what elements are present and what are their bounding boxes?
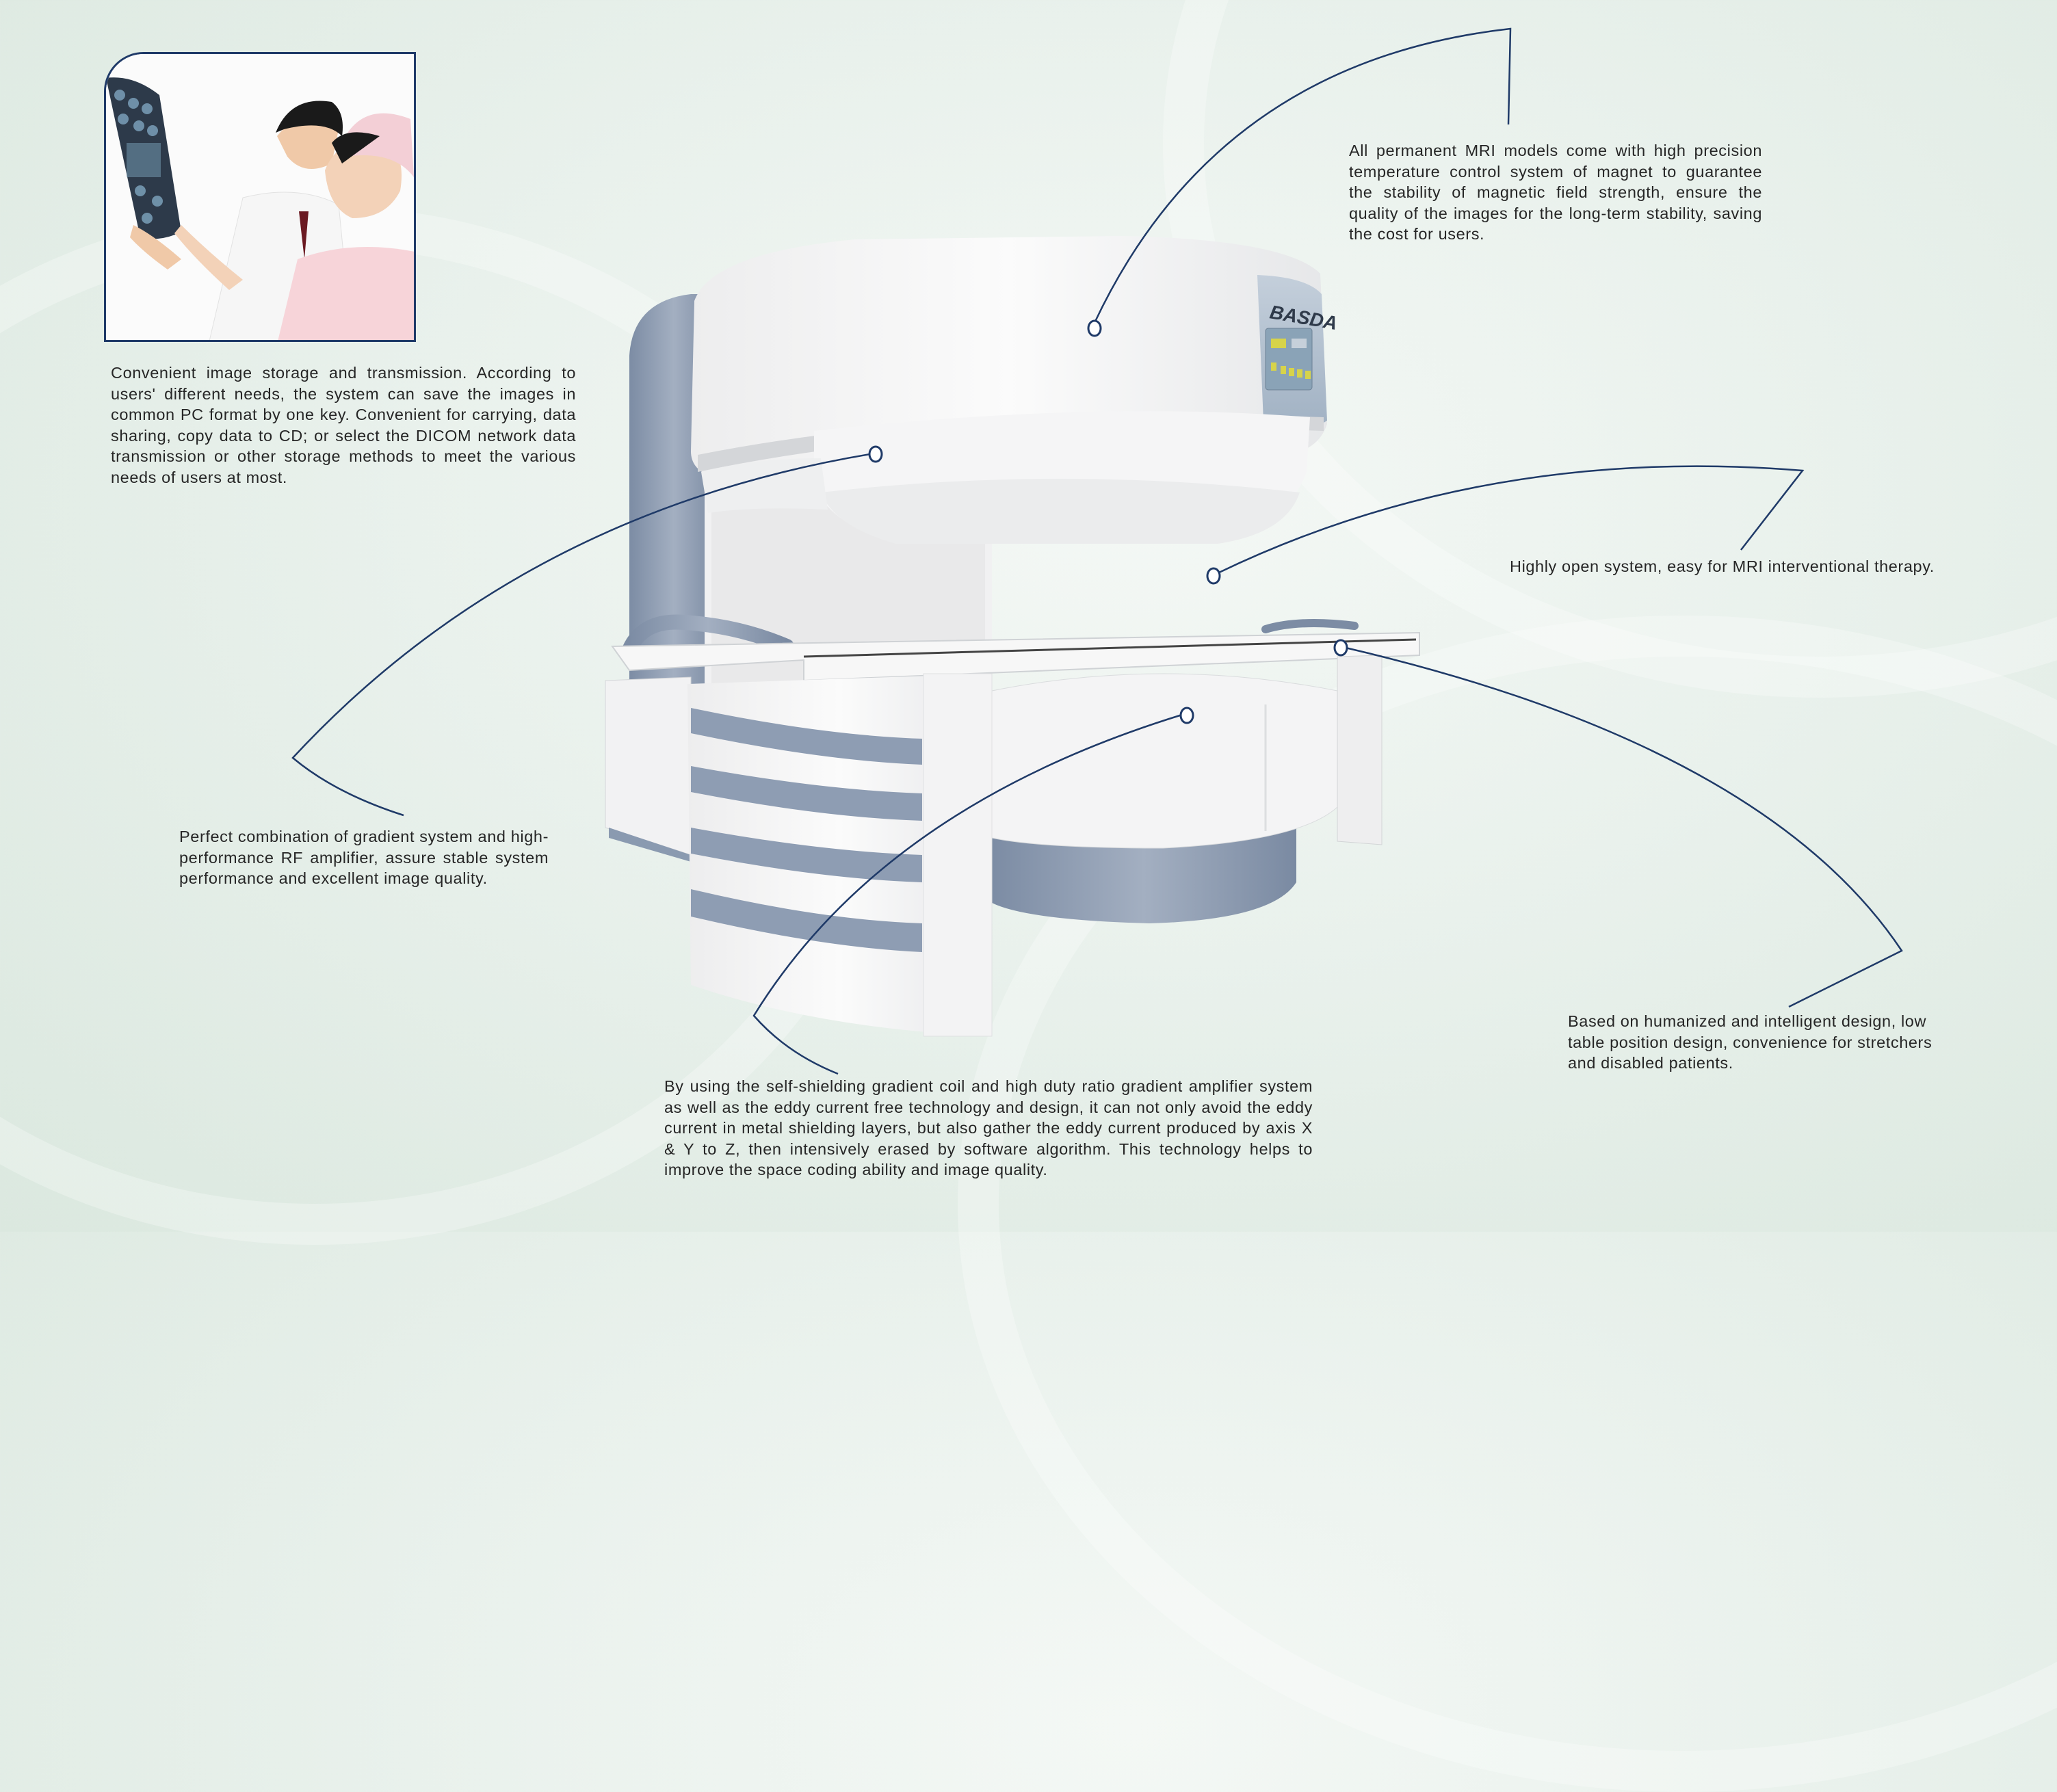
marker-gradient-rf <box>868 445 883 463</box>
marker-eddy-current <box>1179 707 1194 724</box>
callout-text-eddy-current: By using the self-shielding gradient coi… <box>664 1077 1313 1178</box>
callout-line-eddy-current <box>752 713 1183 1075</box>
photo-illustration <box>106 54 414 340</box>
callout-line-temperature <box>1093 27 1512 324</box>
callout-text-open-system: Highly open system, easy for MRI interve… <box>1510 557 1935 575</box>
callout-markers <box>868 319 1348 724</box>
callout-lines <box>291 27 1903 1075</box>
doctor-nurse-photo <box>104 52 416 342</box>
callout-text-storage: Convenient image storage and transmissio… <box>111 364 576 486</box>
callout-line-low-table <box>1345 646 1903 1008</box>
base-cylinder <box>992 828 1296 923</box>
mri-machine: BASDA <box>605 236 1420 1037</box>
marker-open-system <box>1206 567 1221 585</box>
callout-line-open-system <box>1217 465 1805 575</box>
marker-temperature <box>1087 319 1102 337</box>
panel-stripes <box>691 708 922 952</box>
patient-table <box>611 614 1420 682</box>
callout-text-temperature: All permanent MRI models come with high … <box>1349 142 1762 243</box>
marker-low-table <box>1333 639 1348 657</box>
callout-line-gradient-rf <box>291 453 871 817</box>
mri-diagram: BASDA <box>291 27 1903 1075</box>
callout-text-low-table: Based on humanized and intelligent desig… <box>1568 1012 1932 1072</box>
callout-text-gradient-rf: Perfect combination of gradient system a… <box>179 828 549 887</box>
